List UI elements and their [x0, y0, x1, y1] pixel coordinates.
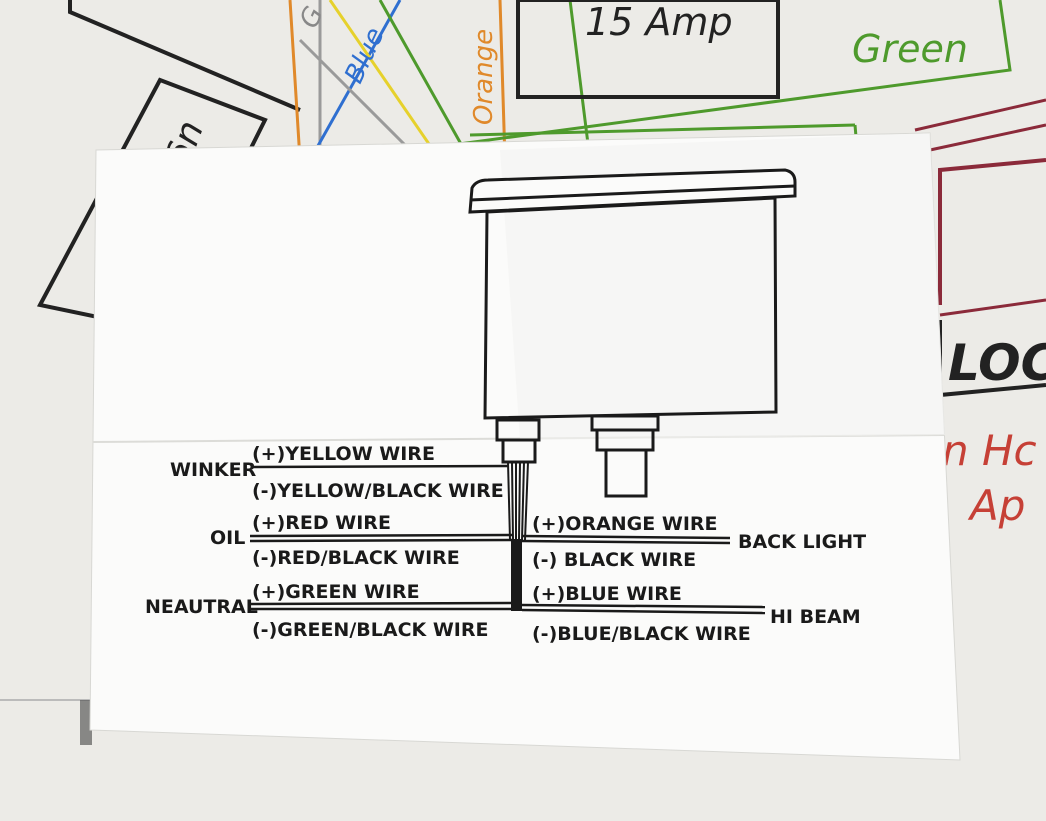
wire-label-oil-neg: (-)RED/BLACK WIRE	[252, 547, 460, 569]
wire-label-neutral-pos: (+)GREEN WIRE	[252, 581, 420, 603]
bg-label-loc: LOC	[948, 334, 1046, 392]
bg-wire-green-lower	[469, 123, 856, 137]
bg-wire-blue	[308, 0, 402, 161]
bg-wire-green-diagonal	[378, 0, 472, 161]
group-label-hi-beam: HI BEAM	[770, 606, 861, 628]
wire-label-neutral-neg: (-)GREEN/BLACK WIRE	[252, 619, 489, 641]
gauge-illustration	[468, 168, 797, 498]
group-label-oil: OIL	[210, 527, 245, 549]
wire-label-winker-pos: (+)YELLOW WIRE	[252, 443, 435, 465]
bg-label-ap: Ap	[967, 481, 1025, 530]
bg-fuse-box	[516, 0, 780, 99]
bg-wire-right-mid	[939, 298, 1046, 317]
bg-label-orange: Orange	[469, 29, 499, 125]
bg-wire-orange	[288, 0, 302, 161]
bg-label-hc: n Hc	[942, 426, 1037, 475]
bg-fuse-label: 15 Amp	[585, 0, 733, 44]
wire-label-hibeam-pos: (+)BLUE WIRE	[532, 583, 682, 605]
leader-lines	[249, 464, 766, 615]
gauge-stud-right-bolt	[604, 448, 648, 498]
bg-label-green: Green	[852, 27, 968, 71]
sheet-shadow	[500, 133, 945, 440]
bg-smudge	[80, 700, 92, 745]
wire-label-oil-pos: (+)RED WIRE	[252, 512, 391, 534]
bg-wire-green-long	[339, 0, 1012, 162]
group-label-back-light: BACK LIGHT	[738, 531, 866, 553]
wire-label-back-neg: (-) BLACK WIRE	[532, 549, 696, 571]
wire-bundle	[507, 461, 529, 611]
instruction-sheet: WINKER (+)YELLOW WIRE (-)YELLOW/BLACK WI…	[89, 132, 961, 761]
bg-wire-yellow	[328, 0, 442, 161]
gauge-body	[483, 196, 778, 420]
gauge-bezel	[468, 168, 797, 214]
bg-box-top-left	[68, 0, 301, 112]
bg-wire-gray-2	[298, 38, 422, 162]
wire-label-hibeam-neg: (-)BLUE/BLACK WIRE	[532, 623, 751, 645]
wire-label-winker-neg: (-)YELLOW/BLACK WIRE	[252, 480, 504, 502]
bg-wire-maroon	[914, 98, 1046, 132]
bg-box-right-maroon	[938, 158, 1046, 305]
group-label-neutral: NEAUTRAL	[145, 596, 258, 618]
bg-wire-maroon-2	[929, 123, 1046, 152]
wire-label-back-pos: (+)ORANGE WIRE	[532, 513, 718, 535]
gauge-bezel-line	[469, 184, 796, 202]
group-label-winker: WINKER	[170, 459, 257, 481]
